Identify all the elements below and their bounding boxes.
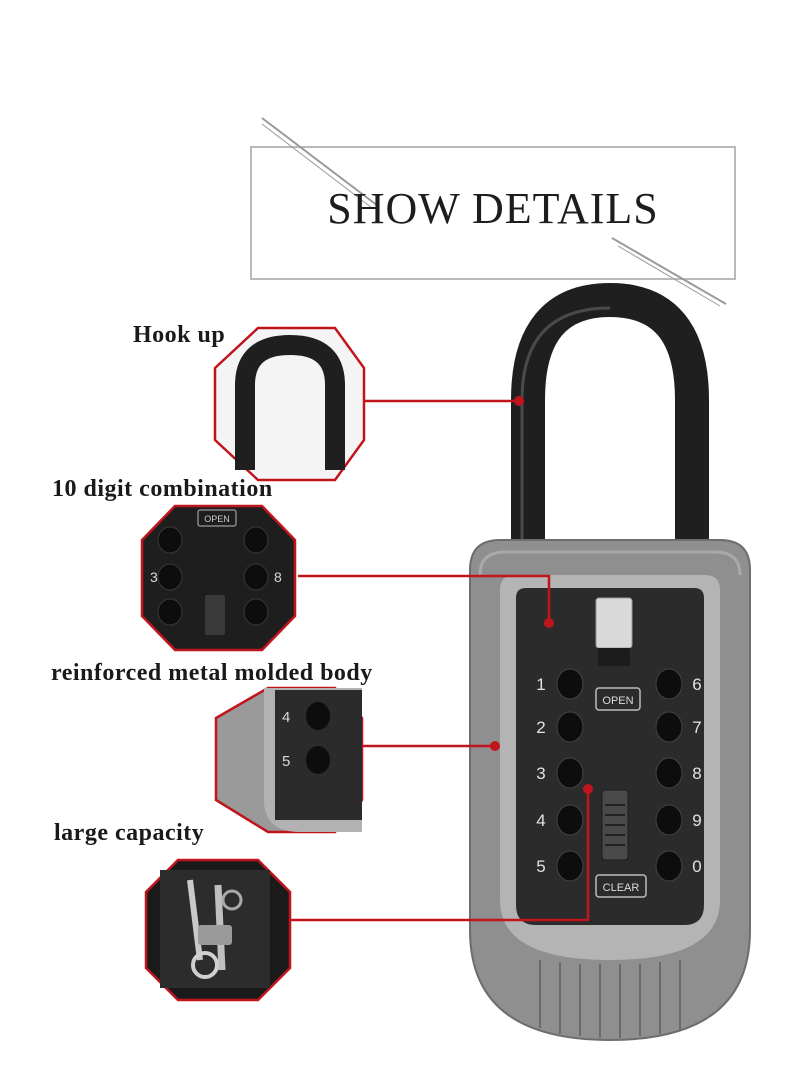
inset-digit-8: 8 — [274, 569, 282, 585]
clear-label: CLEAR — [603, 882, 640, 894]
keypad-digit-1: 1 — [536, 675, 545, 694]
keypad-digit-0: 0 — [692, 857, 701, 876]
keypad-button-8 — [655, 757, 683, 789]
keys-icon — [187, 879, 243, 979]
inset-open-label: OPEN — [204, 514, 230, 524]
header-slash-top — [261, 117, 379, 207]
inset-digit-3: 3 — [150, 569, 158, 585]
keypad-digit-3: 3 — [536, 764, 545, 783]
keypad-digit-9: 9 — [692, 811, 701, 830]
pointer-lines — [290, 399, 590, 922]
keypad-digit-8: 8 — [692, 764, 701, 783]
header-frame — [250, 146, 736, 280]
keypad-button-7 — [655, 711, 683, 743]
keypad-button-6 — [655, 668, 683, 700]
release-slider — [595, 597, 633, 649]
pointer-line-keypad — [298, 574, 551, 623]
keypad-button-2 — [556, 711, 584, 743]
keypad-button-1 — [556, 668, 584, 700]
inset-body-key-5 — [306, 746, 330, 774]
clear-button-frame — [595, 874, 647, 898]
keypad-button-9 — [655, 804, 683, 836]
keypad-digit-4: 4 — [536, 811, 545, 830]
dial-grooves — [605, 804, 625, 846]
shackle — [511, 282, 709, 577]
feature-label-capacity: large capacity — [54, 820, 205, 846]
inset-keys — [157, 526, 269, 626]
shackle-highlight — [520, 306, 611, 555]
keypad-button-0 — [655, 850, 683, 882]
keypad-button-3 — [556, 757, 584, 789]
keypad-button-4 — [556, 804, 584, 836]
keypad-digit-5: 5 — [536, 857, 545, 876]
inset-digit-4: 4 — [282, 709, 290, 726]
open-button-frame — [595, 687, 641, 711]
body-top-edge — [478, 550, 742, 576]
open-label: OPEN — [602, 695, 633, 707]
slider-track — [598, 648, 630, 666]
feature-label-hook: Hook up — [133, 322, 226, 348]
inset-open-frame — [197, 509, 237, 527]
keypad-button-5 — [556, 850, 584, 882]
page-title: SHOW DETAILS — [327, 184, 659, 233]
inset-digit-5: 5 — [282, 753, 290, 770]
feature-label-body: reinforced metal molded body — [51, 660, 373, 686]
header-slash-bottom-2 — [617, 245, 721, 307]
inset-capacity — [144, 858, 292, 1002]
inset-body: 4 5 — [214, 686, 364, 834]
keypad-digit-7: 7 — [692, 718, 701, 737]
inset-hook-shackle — [235, 334, 345, 470]
inset-hook — [213, 326, 366, 482]
pointer-line-capacity — [290, 789, 590, 922]
header-slash-bottom — [611, 237, 727, 305]
inset-body-key-4 — [306, 702, 330, 730]
keypad-digit-6: 6 — [692, 675, 701, 694]
left-keys: 1 2 3 4 5 — [536, 668, 584, 882]
feature-label-combination: 10 digit combination — [52, 476, 273, 502]
right-keys: 6 7 8 9 0 — [655, 668, 702, 882]
inset-dial — [205, 595, 225, 635]
header-slash-top-2 — [261, 123, 373, 209]
body-ribs — [539, 960, 681, 1038]
inset-keypad: OPEN 3 8 — [140, 504, 297, 652]
keypad-digit-2: 2 — [536, 718, 545, 737]
